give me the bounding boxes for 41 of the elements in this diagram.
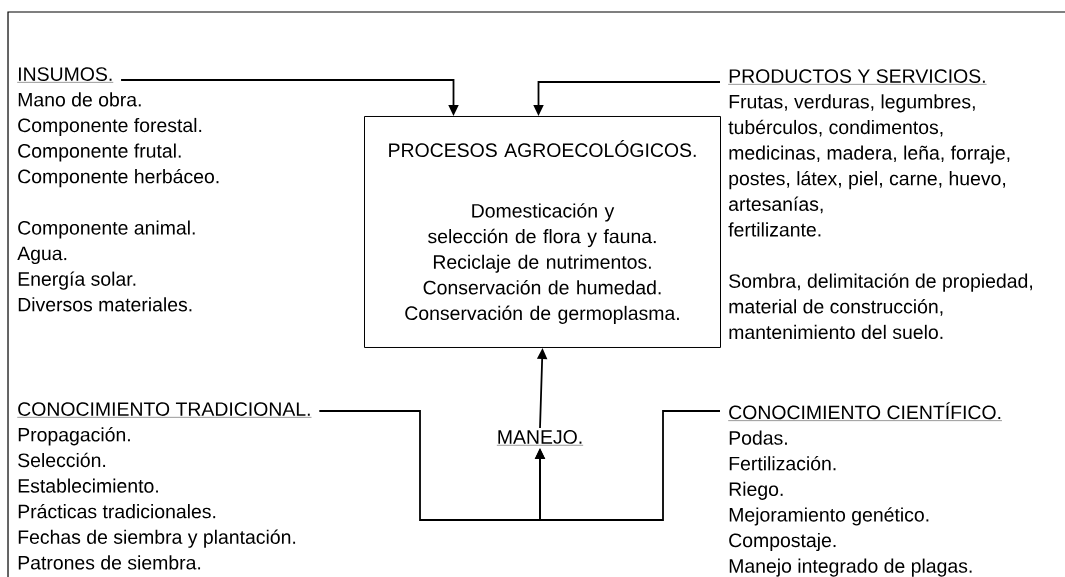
list-item: Mano de obra. [18, 92, 141, 107]
list-item: Componente animal. [18, 220, 195, 239]
list-item: Mejoramiento genético. [729, 507, 929, 526]
list-item: Fertilización. [729, 455, 836, 471]
list-item: Componente forestal. [18, 117, 202, 136]
box-heading: PROCESOS AGROECOLÓGICOS. [389, 140, 696, 158]
list-item: Establecimiento. [18, 478, 158, 493]
list-item: fertilizante. [728, 222, 821, 237]
list-item: Energía solar. [18, 271, 136, 290]
arrow [534, 410, 721, 521]
list-item: postes, látex, piel, carne, huevo, [729, 170, 1006, 190]
heading: CONOCIMIENTO CIENTÍFICO. [728, 402, 1003, 421]
list-item: Sombra, delimitación de propiedad, [729, 273, 1032, 292]
process-box [364, 116, 721, 348]
list-item: Podas. [729, 430, 787, 445]
box-item: Conservación de humedad. [423, 280, 661, 295]
list-item: artesanías, [729, 196, 823, 214]
list-item: medicinas, madera, leña, forraje, [729, 145, 1010, 164]
list-item: Selección. [18, 452, 106, 468]
list-item: Prácticas tradicionales. [18, 503, 216, 519]
list-item: material de construcción, [729, 299, 943, 316]
list-item: Agua. [17, 246, 67, 265]
list-item: Diversos materiales. [18, 297, 192, 312]
list-item: tubérculos, condimentos, [728, 119, 943, 137]
heading: PRODUCTOS Y SERVICIOS. [728, 69, 987, 85]
heading: INSUMOS. [17, 67, 114, 83]
box-item: Reciclaje de nutrimentos. [433, 254, 651, 273]
list-item: Riego. [729, 481, 783, 500]
heading: CONOCIMIENTO TRADICIONAL. [17, 402, 312, 418]
box-item: Conservación de germoplasma. [405, 305, 679, 324]
list-item: Manejo integrado de plagas. [729, 558, 972, 577]
list-item: Compostaje. [729, 533, 836, 552]
list-item: Propagación. [18, 427, 130, 446]
list-item: Fechas de siembra y plantación. [18, 529, 296, 548]
list-item: Frutas, verduras, legumbres, [729, 94, 975, 113]
list-item: Componente herbáceo. [18, 168, 219, 188]
box-item: Domesticación y selección de flora y fauna. [428, 203, 656, 248]
heading: MANEJO. [496, 430, 584, 446]
list-item: Patrones de siembra. [18, 555, 201, 570]
list-item: Componente frutal. [18, 143, 181, 162]
list-item: mantenimiento del suelo. [729, 324, 943, 340]
